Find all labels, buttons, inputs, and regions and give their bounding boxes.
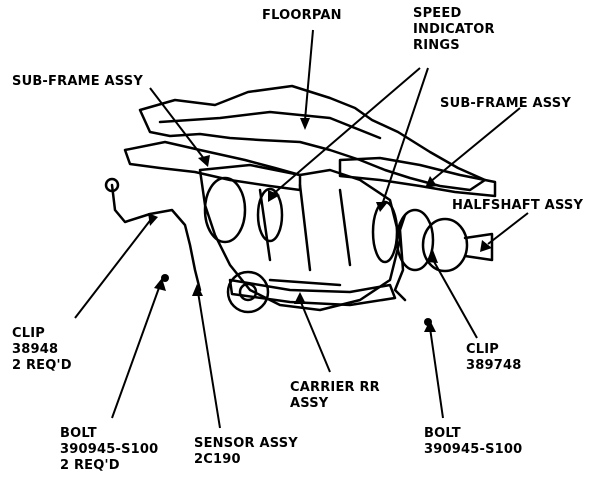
arrow-subframe-right bbox=[425, 176, 437, 188]
halfshaft-shaft bbox=[463, 232, 494, 262]
clip-left-line3: 2 REQ'D bbox=[12, 358, 72, 373]
carrier-line2: ASSY bbox=[290, 396, 329, 411]
bolt-left-head bbox=[161, 274, 169, 282]
carrier-ribs bbox=[258, 183, 352, 287]
leader-bolt-left bbox=[111, 284, 161, 419]
leader-carrier bbox=[299, 299, 331, 373]
bolt-right-line1: BOLT bbox=[424, 426, 461, 441]
label-subframe-left: SUB-FRAME ASSY bbox=[12, 74, 143, 90]
bolt-left-line3: 2 REQ'D bbox=[60, 458, 120, 473]
leader-halfshaft bbox=[487, 212, 529, 245]
leader-sensor bbox=[197, 291, 221, 429]
label-clip-left: CLIP 38948 2 REQ'D bbox=[12, 326, 72, 374]
subframe-left bbox=[123, 140, 302, 192]
rear-pulley-inner bbox=[238, 282, 258, 302]
rear-pulley-outer bbox=[226, 270, 270, 314]
speed-rings-line1: SPEED bbox=[413, 6, 462, 21]
arrow-halfshaft bbox=[480, 240, 492, 252]
halfshaft-text: HALFSHAFT ASSY bbox=[452, 198, 584, 213]
right-speed-ring bbox=[371, 200, 399, 264]
bolt-left-line2: 390945-S100 bbox=[60, 442, 159, 457]
sensor-line2: 2C190 bbox=[194, 452, 241, 467]
arrow-clip-left bbox=[148, 213, 158, 226]
cable-grommet bbox=[104, 177, 120, 193]
leader-speed-ring-right bbox=[381, 67, 429, 206]
label-subframe-right: SUB-FRAME ASSY bbox=[440, 96, 571, 112]
leader-bolt-right bbox=[429, 327, 444, 419]
leader-subframe-left bbox=[149, 87, 206, 161]
label-carrier: CARRIER RR ASSY bbox=[290, 380, 380, 412]
sensor-line1: SENSOR ASSY bbox=[194, 436, 298, 451]
left-speed-ring bbox=[256, 187, 284, 243]
label-bolt-right: BOLT 390945-S100 bbox=[424, 426, 522, 458]
leader-floorpan bbox=[304, 29, 314, 121]
clip-left-line2: 38948 bbox=[12, 342, 59, 357]
halfshaft-cv-joint bbox=[421, 217, 469, 273]
arrow-bolt-left bbox=[154, 278, 166, 291]
left-flange bbox=[203, 176, 247, 244]
subframe-right-text: SUB-FRAME ASSY bbox=[440, 96, 571, 111]
label-halfshaft: HALFSHAFT ASSY bbox=[452, 198, 583, 214]
bolt-right-line2: 390945-S100 bbox=[424, 442, 523, 457]
floorpan-text: FLOORPAN bbox=[262, 8, 342, 23]
arrow-bolt-right bbox=[424, 320, 436, 332]
carrier-body bbox=[198, 163, 402, 312]
subframe-right bbox=[338, 156, 497, 198]
label-bolt-left: BOLT 390945-S100 2 REQ'D bbox=[60, 426, 158, 474]
arrow-speed-right bbox=[376, 202, 388, 212]
clip-left-line1: CLIP bbox=[12, 326, 45, 341]
leader-clip-right bbox=[431, 257, 478, 339]
arrow-floorpan bbox=[300, 118, 310, 130]
arrow-carrier bbox=[294, 292, 306, 304]
label-sensor: SENSOR ASSY 2C190 bbox=[194, 436, 298, 468]
bolt-left-line1: BOLT bbox=[60, 426, 97, 441]
clip-right-line2: 389748 bbox=[466, 358, 522, 373]
right-flange bbox=[395, 208, 435, 272]
sensor-cable bbox=[110, 183, 202, 292]
right-sensor-wire bbox=[393, 213, 407, 302]
carrier-line1: CARRIER RR bbox=[290, 380, 380, 395]
label-speed-rings: SPEED INDICATOR RINGS bbox=[413, 6, 495, 54]
arrow-sensor bbox=[192, 284, 203, 296]
leader-speed-ring-left bbox=[271, 67, 421, 196]
arrow-speed-left bbox=[268, 190, 280, 202]
label-clip-right: CLIP 389748 bbox=[466, 342, 521, 374]
leader-clip-left bbox=[74, 217, 153, 319]
label-floorpan: FLOORPAN bbox=[262, 8, 342, 24]
leader-subframe-right bbox=[429, 107, 521, 183]
arrow-clip-right bbox=[427, 250, 438, 263]
speed-rings-line2: INDICATOR bbox=[413, 22, 495, 37]
floorpan-ridge bbox=[158, 110, 382, 140]
crossmember bbox=[228, 278, 397, 307]
subframe-left-text: SUB-FRAME ASSY bbox=[12, 74, 143, 89]
arrow-subframe-left bbox=[198, 155, 210, 167]
floorpan-outline bbox=[138, 84, 487, 192]
speed-rings-line3: RINGS bbox=[413, 38, 460, 53]
clip-right-line1: CLIP bbox=[466, 342, 499, 357]
